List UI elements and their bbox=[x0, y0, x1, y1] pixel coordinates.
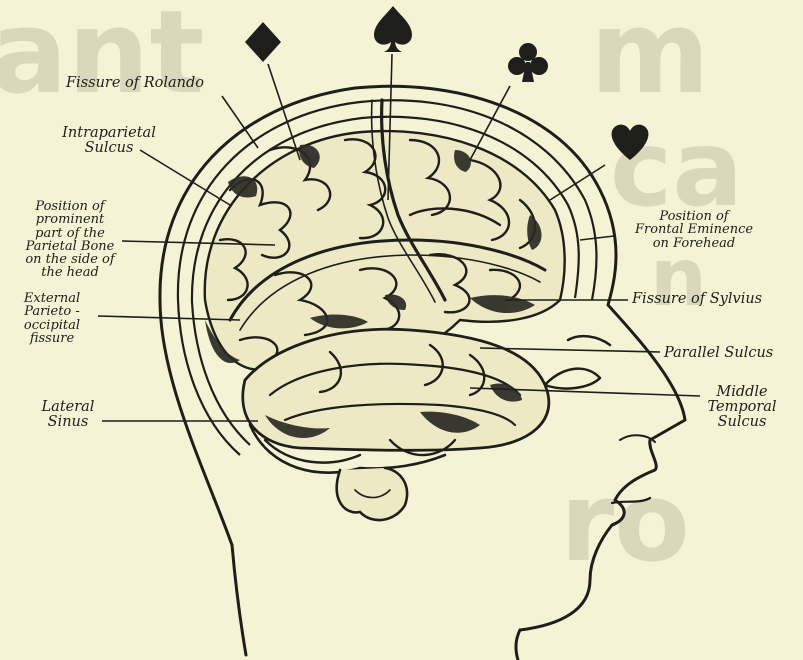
label-frontal-eminence: Position of Frontal Eminence on Forehead bbox=[616, 210, 772, 250]
label-fissure-of-rolando: Fissure of Rolando bbox=[66, 76, 204, 91]
club-icon bbox=[508, 43, 548, 82]
svg-text:ro: ro bbox=[560, 458, 690, 586]
label-parieto-occipital-fissure: External Parieto - occipital fissure bbox=[12, 292, 92, 345]
svg-text:m: m bbox=[590, 0, 710, 120]
diamond-icon bbox=[245, 22, 281, 62]
label-lateral-sinus: Lateral Sinus bbox=[30, 400, 106, 430]
spade-icon bbox=[374, 6, 412, 52]
svg-text:ant: ant bbox=[0, 0, 204, 120]
label-middle-temporal-sulcus: Middle Temporal Sulcus bbox=[690, 385, 794, 429]
label-parietal-bone: Position of prominent part of the Pariet… bbox=[14, 200, 126, 280]
label-parallel-sulcus: Parallel Sulcus bbox=[664, 346, 773, 361]
label-fissure-of-sylvius: Fissure of Sylvius bbox=[632, 292, 762, 307]
leader-frontal-eminence bbox=[580, 236, 614, 240]
label-intraparietal-sulcus: Intraparietal Sulcus bbox=[44, 126, 174, 156]
